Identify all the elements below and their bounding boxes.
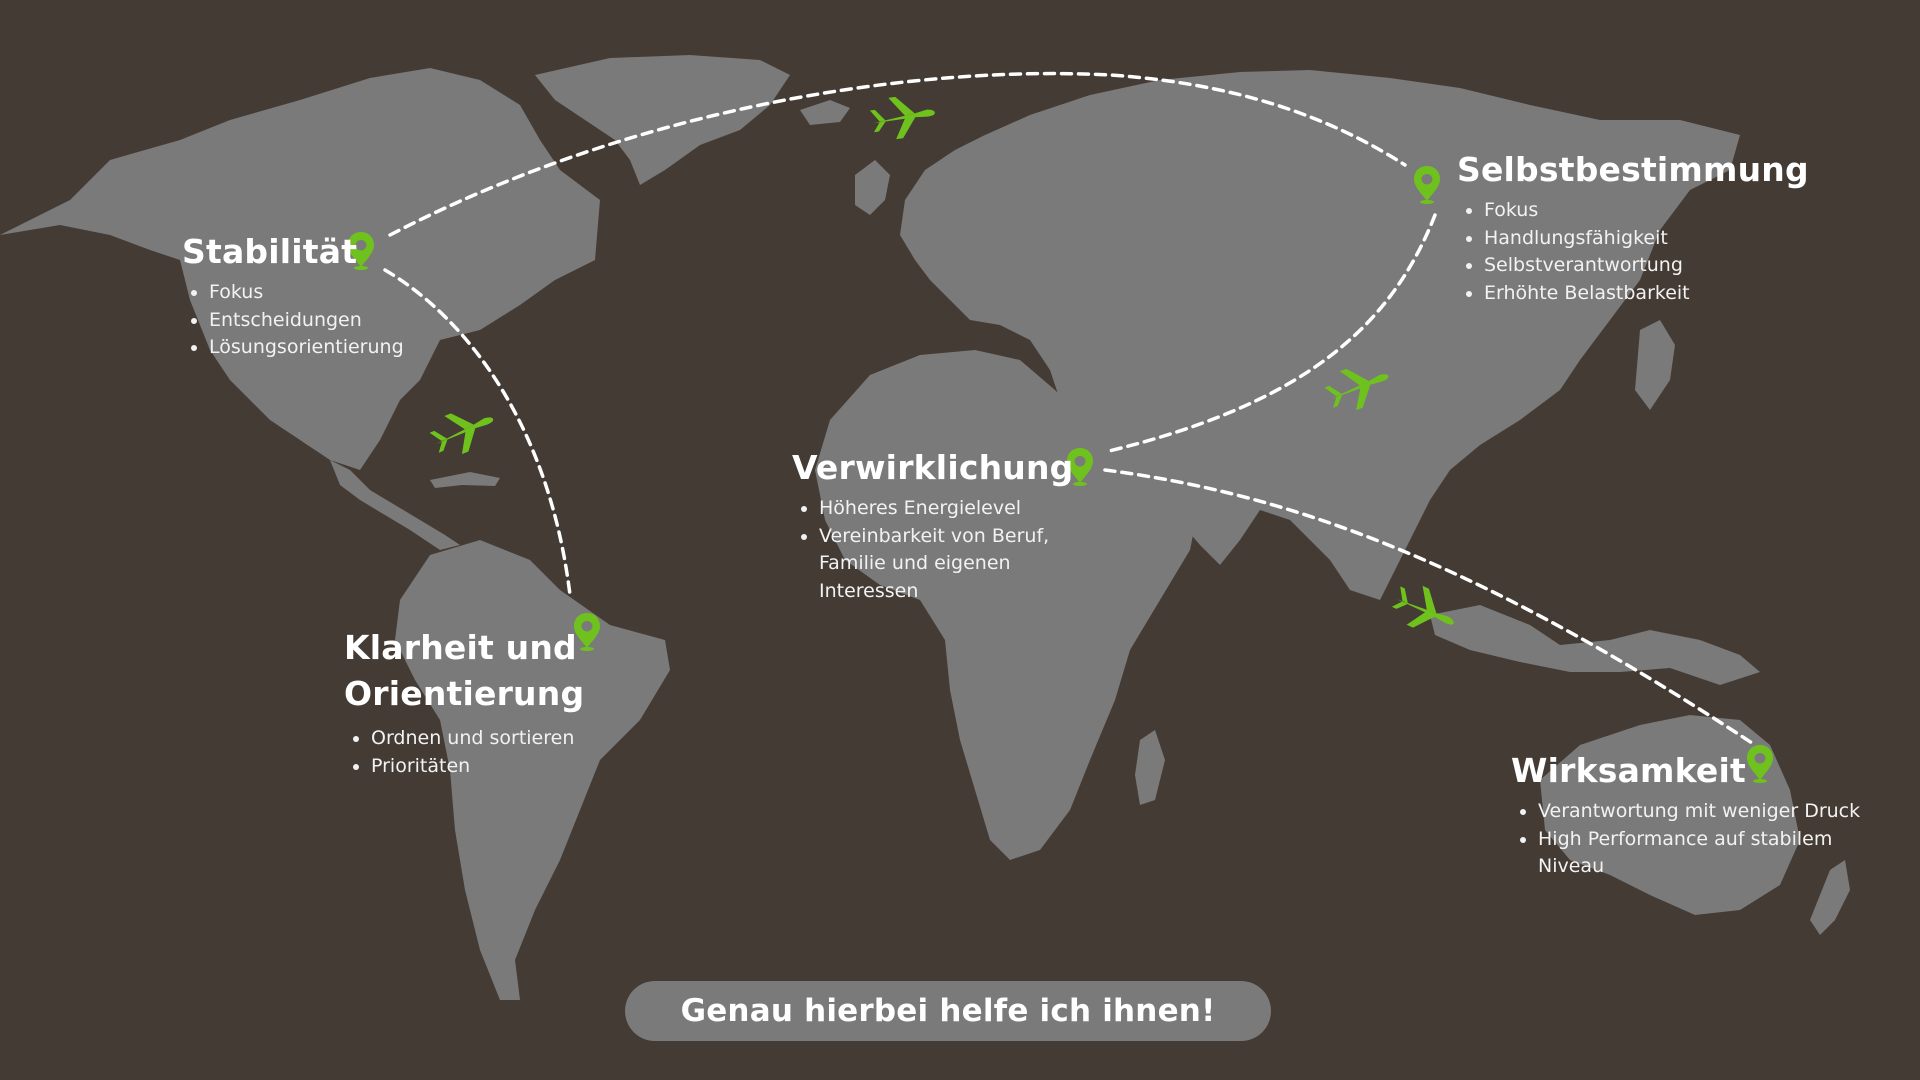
africa: [815, 350, 1200, 860]
stop-klarheit-und-orientierung: Klarheit und Orientierung Ordnen und sor…: [344, 625, 584, 780]
southeast-asia-islands: [1430, 605, 1760, 685]
cta-label: Genau hierbei helfe ich ihnen!: [680, 993, 1216, 1029]
list-item: Verantwortung mit weniger Druck: [1538, 798, 1868, 826]
list-item: Lösungsorientierung: [209, 334, 404, 362]
list-item: Handlungsfähigkeit: [1484, 225, 1809, 253]
stop-list: Verantwortung mit weniger Druck High Per…: [1511, 798, 1868, 881]
caribbean: [430, 472, 500, 488]
land-masses: [0, 55, 1850, 1000]
madagascar: [1135, 730, 1165, 805]
central-america: [330, 460, 460, 550]
airplane-icon: [425, 399, 501, 463]
route-stabilitaet-klarheit: [383, 268, 572, 597]
stop-title: Selbstbestimmung: [1457, 150, 1809, 189]
stop-list: Ordnen und sortieren Prioritäten: [344, 725, 584, 780]
arctic-islands: [390, 82, 500, 118]
south-america: [395, 540, 670, 1000]
new-zealand: [1810, 860, 1850, 935]
route-lines: [383, 71, 1757, 747]
stop-verwirklichung: Verwirklichung Höheres Energielevel Vere…: [792, 445, 1079, 605]
list-item: Selbstverantwortung: [1484, 252, 1809, 280]
uk-ireland: [855, 160, 890, 215]
list-item: High Performance auf stabilem Niveau: [1538, 826, 1868, 881]
north-america: [0, 68, 600, 470]
stop-title: Stabilität: [182, 232, 358, 271]
stop-title-line-2: Orientierung: [344, 674, 585, 713]
stop-list: Fokus Handlungsfähigkeit Selbstverantwor…: [1457, 197, 1809, 307]
route-selbstbestimmung-verwirklichung: [1103, 213, 1437, 454]
route-verwirklichung-wirksamkeit: [1103, 468, 1757, 747]
list-item: Prioritäten: [371, 753, 584, 781]
stop-selbstbestimmung: Selbstbestimmung Fokus Handlungsfähigkei…: [1457, 147, 1809, 307]
list-item: Vereinbarkeit von Beruf, Familie und eig…: [819, 523, 1079, 606]
australia: [1540, 715, 1800, 915]
list-item: Fokus: [1484, 197, 1809, 225]
list-item: Fokus: [209, 279, 404, 307]
eurasia: [900, 70, 1740, 600]
stop-list: Fokus Entscheidungen Lösungsorientierung: [182, 279, 404, 362]
arabia: [1075, 420, 1200, 500]
list-item: Entscheidungen: [209, 307, 404, 335]
japan: [1635, 320, 1675, 410]
stop-wirksamkeit: Wirksamkeit Verantwortung mit weniger Dr…: [1511, 748, 1868, 881]
stop-title-line-1: Klarheit und: [344, 628, 577, 667]
cta-button[interactable]: Genau hierbei helfe ich ihnen!: [625, 981, 1271, 1041]
route-stabilitaet-selbstbestimmung: [388, 71, 1407, 237]
list-item: Ordnen und sortieren: [371, 725, 584, 753]
airplane-icon: [868, 91, 938, 143]
stop-list: Höheres Energielevel Vereinbarkeit von B…: [792, 495, 1079, 605]
stop-title: Verwirklichung: [792, 448, 1074, 487]
list-item: Erhöhte Belastbarkeit: [1484, 280, 1809, 308]
stop-title: Wirksamkeit: [1511, 751, 1746, 790]
list-item: Höheres Energielevel: [819, 495, 1079, 523]
stop-stabilitaet: Stabilität Fokus Entscheidungen Lösungso…: [182, 229, 404, 362]
iceland: [800, 100, 850, 125]
greenland: [535, 55, 790, 185]
